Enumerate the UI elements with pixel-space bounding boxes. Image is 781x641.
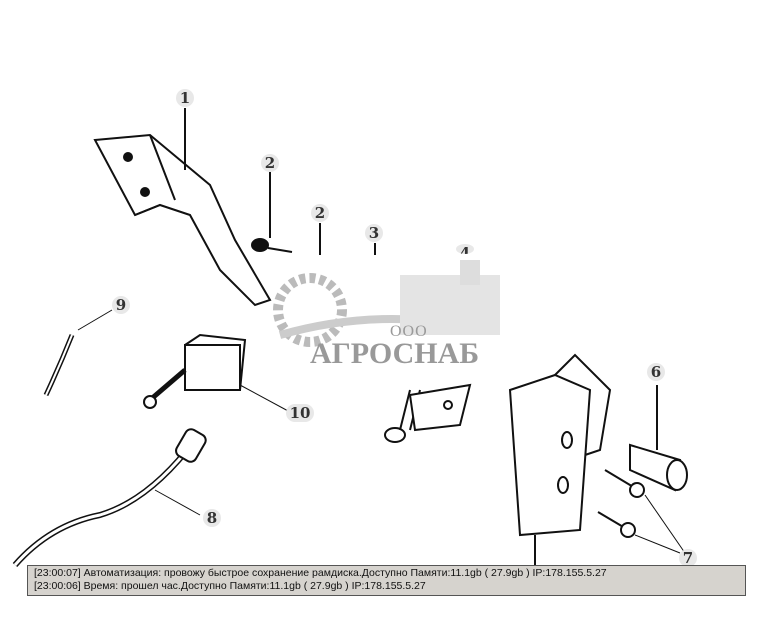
watermark-prefix: ООО	[390, 323, 428, 340]
log-line: [23:00:07] Автоматизация: провожу быстро…	[34, 567, 607, 579]
status-log: [23:00:07] Автоматизация: провожу быстро…	[27, 565, 746, 596]
callout-4: 4	[456, 244, 474, 254]
callout-2a: 2	[261, 154, 279, 172]
part-4-lever	[384, 383, 472, 443]
part-5-bracket	[508, 353, 612, 565]
callout-3: 3	[365, 224, 383, 242]
part-1-bracket	[93, 108, 272, 307]
watermark-name: АГРОСНАБ	[310, 337, 480, 370]
part-6-bolt	[629, 385, 688, 492]
callout-9: 9	[112, 296, 130, 314]
part-9-hose	[43, 309, 113, 397]
part-7-screws	[597, 469, 686, 554]
callout-2b: 2	[311, 204, 329, 222]
callout-10: 10	[286, 404, 314, 422]
part-8-cable	[12, 428, 207, 567]
callout-1: 1	[176, 89, 194, 107]
callout-6: 6	[647, 363, 665, 381]
part-10-switch	[143, 333, 291, 413]
watermark-logo	[273, 260, 500, 347]
callout-7: 7	[679, 549, 697, 567]
callout-8: 8	[203, 509, 221, 527]
log-line: [23:00:06] Время: прошел час.Доступно Па…	[34, 580, 426, 592]
part-2-pin	[251, 172, 376, 255]
